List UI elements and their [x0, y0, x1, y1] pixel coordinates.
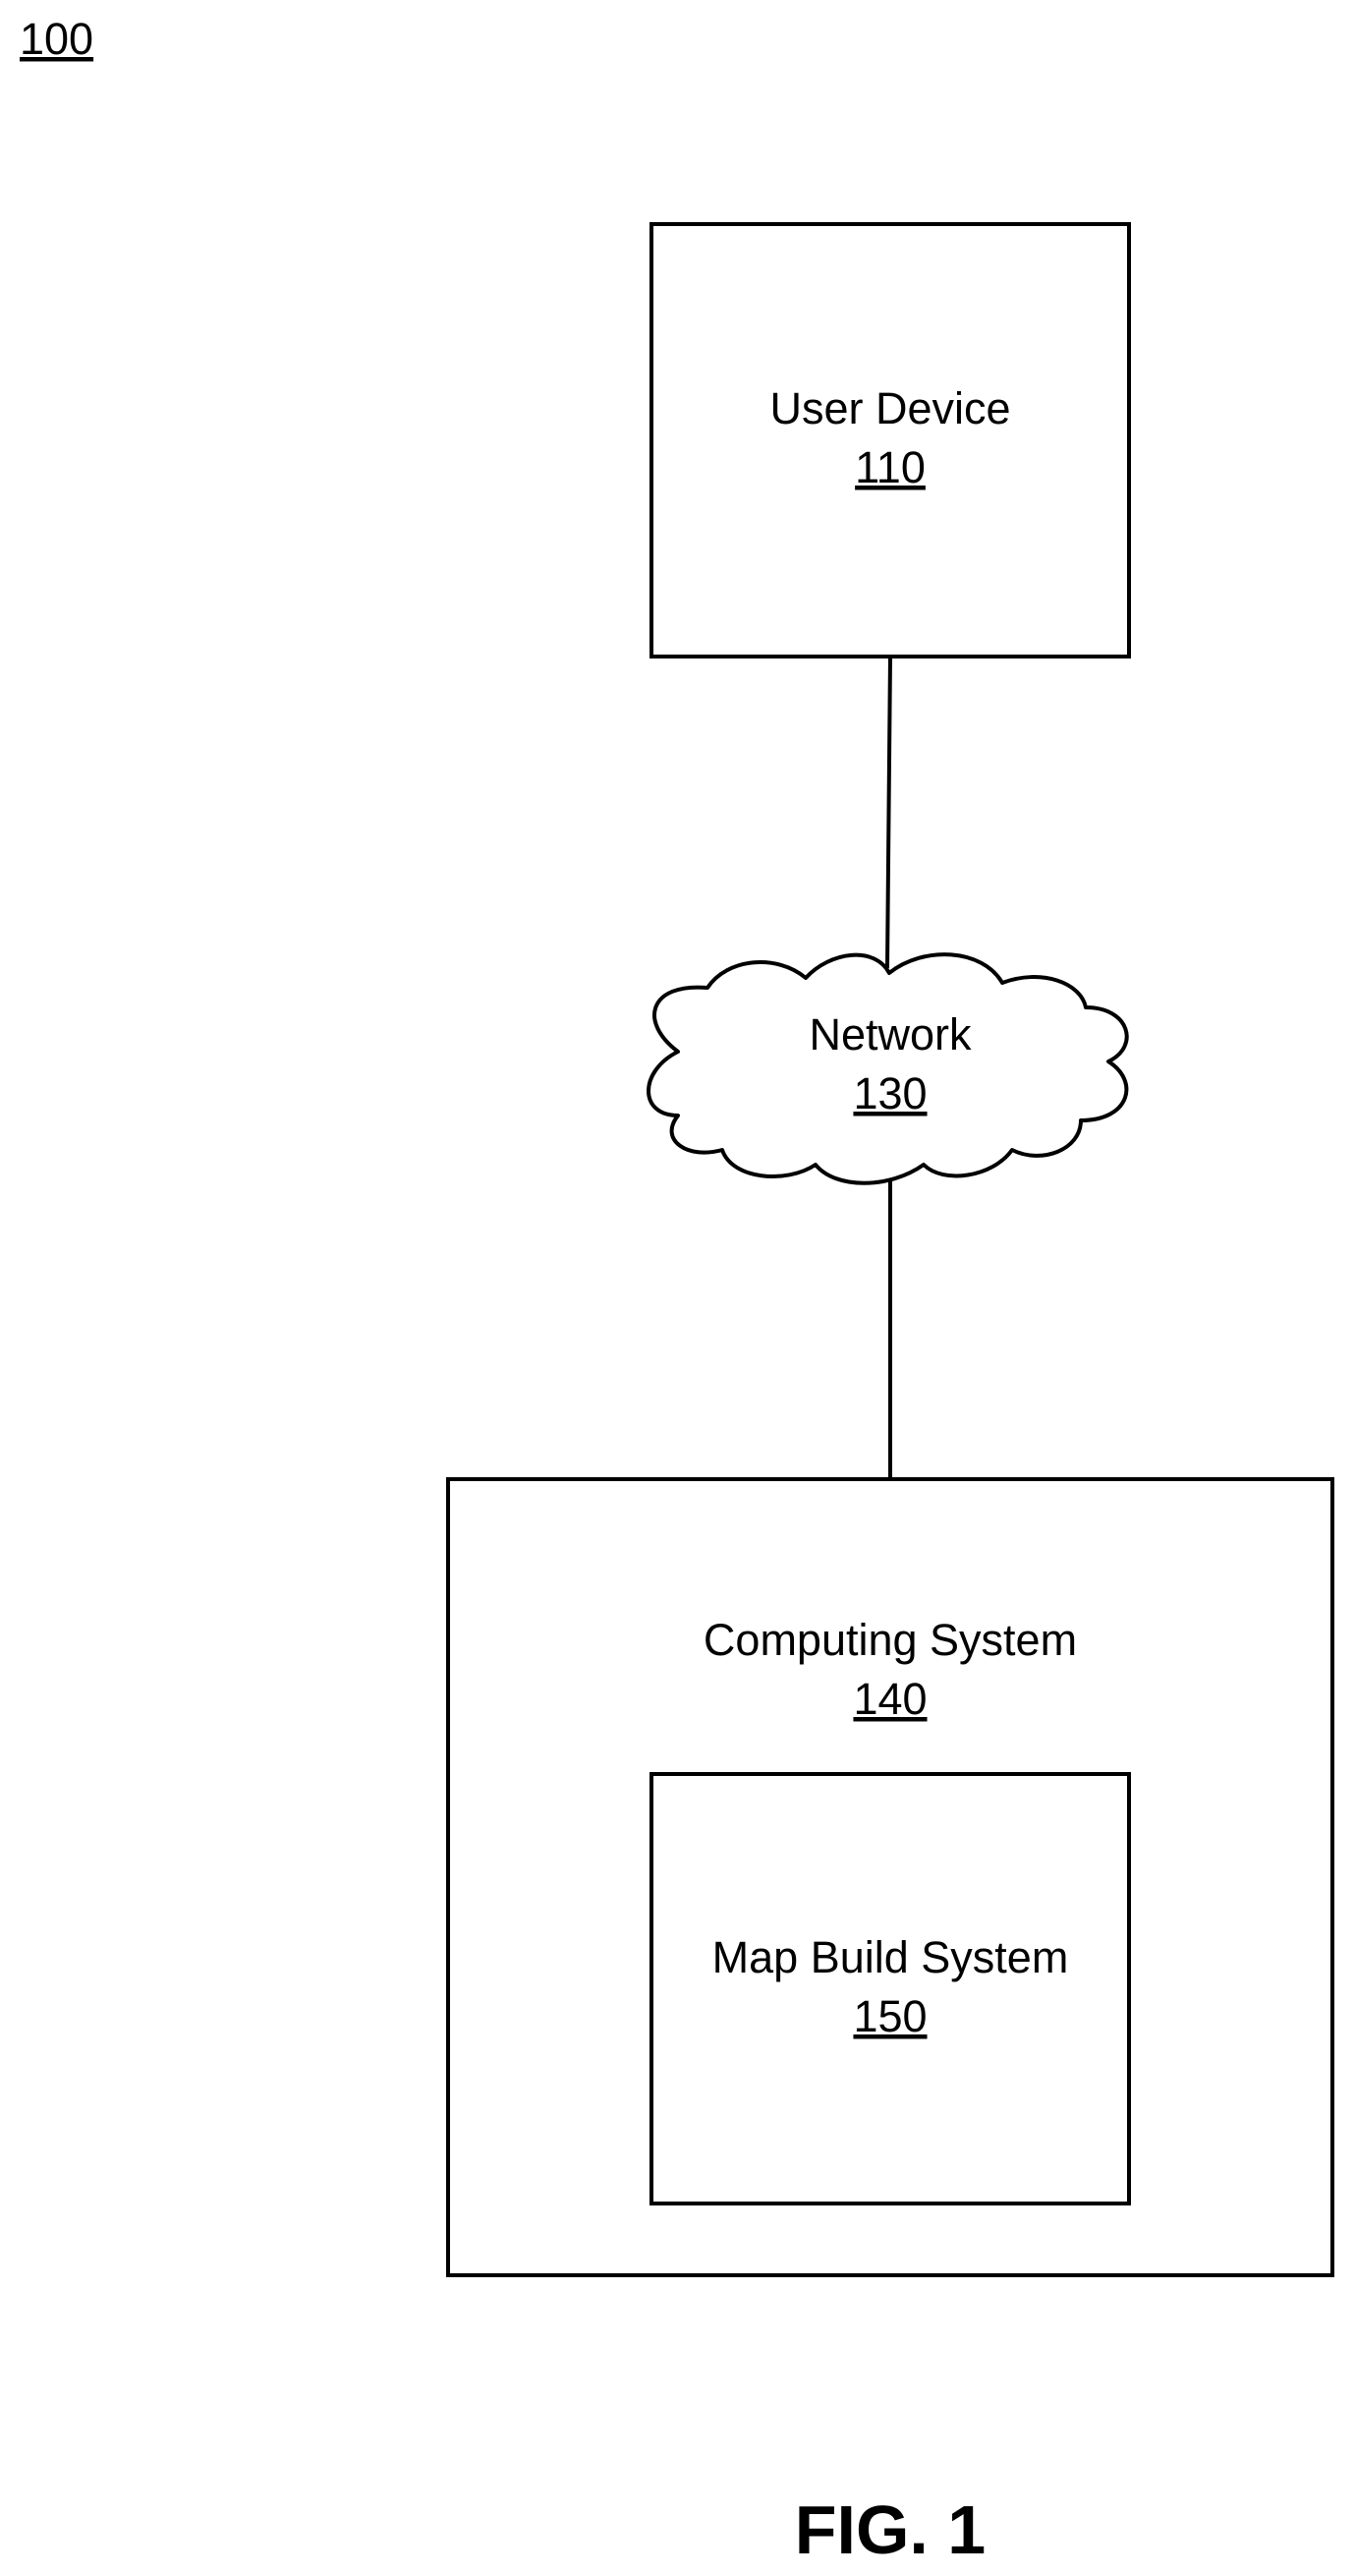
map-build-system-label: Map Build System — [712, 1932, 1069, 1982]
figure-caption: FIG. 1 — [795, 2491, 986, 2568]
edge-user-device-network — [887, 657, 890, 968]
map-build-system-box — [651, 1774, 1129, 2204]
network-label: Network — [809, 1009, 972, 1059]
network-ref: 130 — [853, 1068, 927, 1118]
user-device-ref: 110 — [855, 442, 926, 492]
network-node: Network 130 — [649, 954, 1127, 1183]
computing-system-node: Computing System 140 Map Build System 15… — [448, 1479, 1332, 2275]
map-build-system-ref: 150 — [853, 1991, 927, 2041]
user-device-label: User Device — [769, 383, 1010, 433]
user-device-box — [651, 224, 1129, 657]
computing-system-ref: 140 — [853, 1674, 927, 1724]
map-build-system-node: Map Build System 150 — [651, 1774, 1129, 2204]
computing-system-label: Computing System — [704, 1615, 1077, 1665]
figure-ref-number: 100 — [20, 14, 93, 64]
user-device-node: User Device 110 — [651, 224, 1129, 657]
